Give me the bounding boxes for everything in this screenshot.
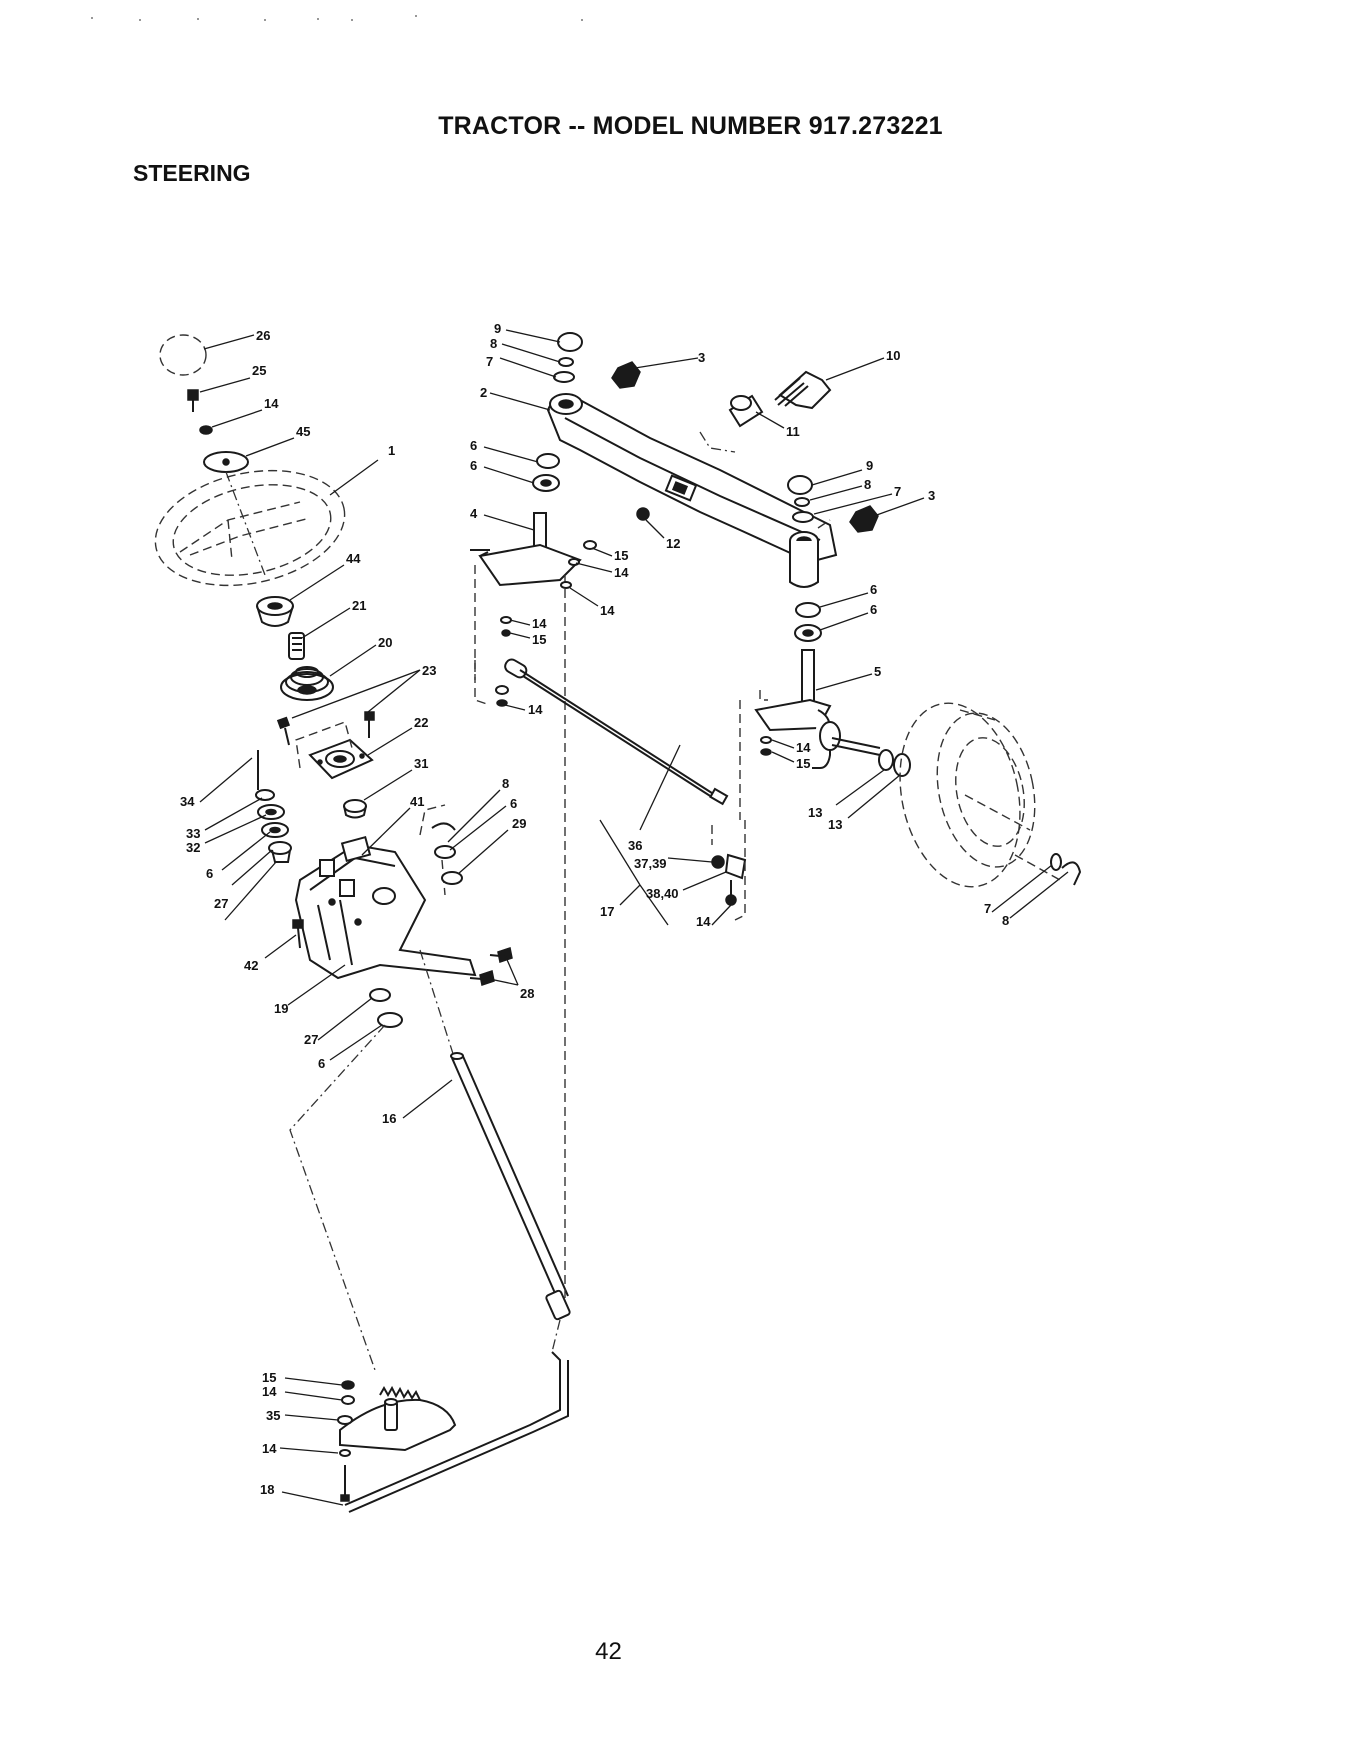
retaining-clip — [432, 823, 455, 830]
callout-26: 26 — [256, 328, 270, 343]
callout-42: 42 — [244, 958, 258, 973]
scan-specks — [91, 15, 583, 21]
callout-29: 29 — [512, 816, 526, 831]
callout-15b: 15 — [614, 548, 628, 563]
callout-14i: 14 — [796, 740, 811, 755]
callout-31: 31 — [414, 756, 428, 771]
callout-28: 28 — [520, 986, 534, 1001]
pivot-bolt — [775, 372, 830, 408]
callout-15c: 15 — [532, 632, 546, 647]
callout-38-40: 38,40 — [646, 886, 679, 901]
tie-rod — [503, 657, 727, 804]
callout-44: 44 — [346, 551, 361, 566]
flange-bushing — [310, 740, 372, 778]
callout-14d: 14 — [614, 565, 629, 580]
steering-sector-gear — [340, 1388, 455, 1450]
steering-adapter — [257, 597, 293, 626]
callout-4: 4 — [470, 506, 478, 521]
spline-bushing — [289, 633, 304, 659]
callout-14b: 14 — [262, 1384, 277, 1399]
callout-17: 17 — [600, 904, 614, 919]
callout-6c: 6 — [318, 1056, 325, 1071]
pivot-spacer — [730, 396, 762, 426]
callout-6b: 6 — [206, 866, 213, 881]
callout-5: 5 — [874, 664, 881, 679]
callout-21: 21 — [352, 598, 366, 613]
callout-27: 27 — [214, 896, 228, 911]
right-spindle — [756, 650, 880, 768]
callout-14g: 14 — [528, 702, 543, 717]
axle-nut — [612, 362, 640, 388]
callout-14e: 14 — [600, 603, 615, 618]
callout-8: 8 — [502, 776, 509, 791]
steering-shaft — [451, 1053, 571, 1320]
callout-37-39: 37,39 — [634, 856, 667, 871]
callout-23: 23 — [422, 663, 436, 678]
callout-34: 34 — [180, 794, 195, 809]
callout-15d: 15 — [796, 756, 810, 771]
callout-2: 2 — [480, 385, 487, 400]
callout-7: 7 — [486, 354, 493, 369]
bushing — [344, 800, 366, 818]
callout-6f: 6 — [870, 582, 877, 597]
callout-15: 15 — [262, 1370, 276, 1385]
callout-41: 41 — [410, 794, 424, 809]
steering-wheel — [145, 454, 356, 602]
callout-7b: 7 — [894, 484, 901, 499]
callout-1: 1 — [388, 443, 395, 458]
callout-32: 32 — [186, 840, 200, 855]
callout-18: 18 — [260, 1482, 274, 1497]
callout-6e: 6 — [470, 458, 477, 473]
callout-14: 14 — [264, 396, 279, 411]
cap-bolt — [188, 390, 198, 412]
callout-11: 11 — [786, 424, 800, 439]
callout-20: 20 — [378, 635, 392, 650]
callout-8c: 8 — [864, 477, 871, 492]
left-spindle — [470, 513, 580, 585]
callout-25: 25 — [252, 363, 266, 378]
callout-7c: 7 — [984, 901, 991, 916]
callout-35: 35 — [266, 1408, 280, 1423]
callout-9: 9 — [494, 321, 501, 336]
callout-8d: 8 — [1002, 913, 1009, 928]
wheel-clip — [1062, 862, 1080, 885]
lower-bushing — [370, 989, 390, 1001]
callout-14f: 14 — [532, 616, 547, 631]
callout-27b: 27 — [304, 1032, 318, 1047]
callout-16: 16 — [382, 1111, 396, 1126]
callout-6d: 6 — [470, 438, 477, 453]
axle-nut-12 — [637, 508, 649, 520]
callout-13b: 13 — [828, 817, 842, 832]
callout-9b: 9 — [866, 458, 873, 473]
callout-19: 19 — [274, 1001, 288, 1016]
callout-12: 12 — [666, 536, 680, 551]
callout-6g: 6 — [870, 602, 877, 617]
callout-3b: 3 — [928, 488, 935, 503]
callout-3: 3 — [698, 350, 705, 365]
callout-36: 36 — [628, 838, 642, 853]
ball-joint — [712, 855, 745, 905]
callout-6: 6 — [510, 796, 517, 811]
callout-33: 33 — [186, 826, 200, 841]
callout-14c: 14 — [262, 1441, 277, 1456]
page-number: 42 — [0, 1638, 1281, 1666]
callout-14h: 14 — [696, 914, 711, 929]
steering-boot — [281, 667, 333, 700]
bracket-screw — [293, 920, 303, 948]
callout-8b: 8 — [490, 336, 497, 351]
left-pivot-stack — [256, 750, 291, 862]
callout-13: 13 — [808, 805, 822, 820]
front-wheel — [884, 692, 1060, 898]
cap-left — [558, 333, 582, 351]
callout-10: 10 — [886, 348, 900, 363]
lock-washer — [200, 426, 212, 434]
steering-cap — [160, 335, 206, 375]
callout-22: 22 — [414, 715, 428, 730]
callout-45: 45 — [296, 424, 310, 439]
